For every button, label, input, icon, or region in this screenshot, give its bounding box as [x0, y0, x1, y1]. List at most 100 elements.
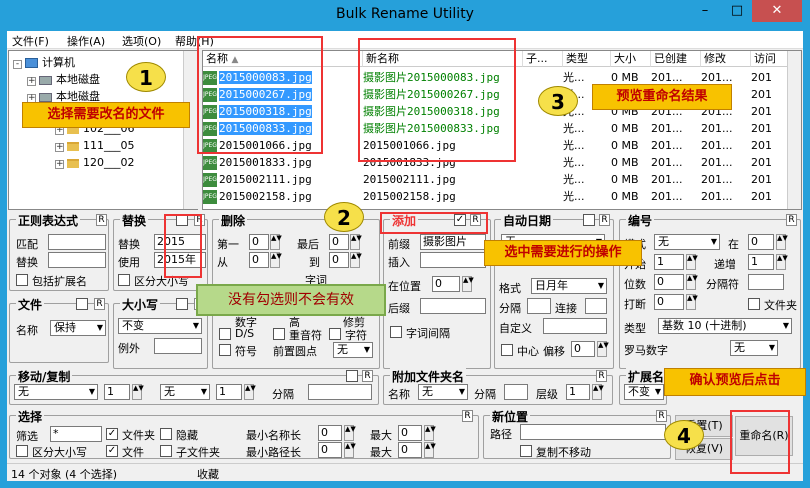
- regex-replace-input[interactable]: [48, 252, 106, 268]
- move-enable-checkbox[interactable]: [346, 370, 358, 382]
- file-name-select[interactable]: 保持: [50, 320, 106, 336]
- number-at-input[interactable]: 0: [748, 234, 774, 250]
- expand-icon[interactable]: +: [55, 159, 64, 169]
- filter-max-name-spin[interactable]: ▲▼: [424, 425, 436, 441]
- expand-icon[interactable]: +: [55, 142, 64, 152]
- case-mode-select[interactable]: 不变: [118, 318, 202, 334]
- autodate-century-checkbox[interactable]: [501, 344, 513, 356]
- col-created-header[interactable]: 已创建: [651, 51, 701, 67]
- number-break-input[interactable]: 0: [654, 294, 684, 310]
- file-r-button[interactable]: R: [94, 298, 105, 310]
- autodate-sep-input[interactable]: [527, 298, 551, 314]
- move-sep-input[interactable]: [308, 384, 372, 400]
- regex-r-button[interactable]: R: [96, 214, 107, 226]
- filter-files-checkbox[interactable]: ✓: [106, 445, 118, 457]
- filter-folders-checkbox[interactable]: ✓: [106, 428, 118, 440]
- menu-options[interactable]: 选项(O): [122, 35, 162, 48]
- filter-min-name-input[interactable]: 0: [318, 425, 342, 441]
- remove-last-spin[interactable]: ▲▼: [350, 234, 362, 250]
- list-scrollbar[interactable]: [787, 51, 801, 209]
- tree-item[interactable]: -计算机: [13, 54, 75, 69]
- filter-max-path-spin[interactable]: ▲▼: [424, 442, 436, 458]
- tree-item[interactable]: +120___02: [55, 156, 135, 170]
- newloc-copy-checkbox[interactable]: [520, 445, 532, 457]
- remove-to-input[interactable]: 0: [329, 252, 349, 268]
- remove-last-input[interactable]: 0: [329, 234, 349, 250]
- move-count2-spin[interactable]: ▲▼: [244, 384, 256, 400]
- filter-max-path-input[interactable]: 0: [398, 442, 422, 458]
- filter-subfolders-checkbox[interactable]: [160, 445, 172, 457]
- number-break-spin[interactable]: ▲▼: [686, 294, 698, 310]
- number-pad-spin[interactable]: ▲▼: [686, 274, 698, 290]
- remove-symbols-checkbox[interactable]: [219, 344, 231, 356]
- col-modified-header[interactable]: 修改: [701, 51, 751, 67]
- menu-file[interactable]: 文件(F): [12, 35, 49, 48]
- number-at-spin[interactable]: ▲▼: [776, 234, 788, 250]
- include-ext-checkbox[interactable]: [16, 274, 28, 286]
- autodate-join-input[interactable]: [585, 298, 607, 314]
- add-r-button[interactable]: R: [470, 214, 481, 226]
- move-mode2-select[interactable]: 无: [160, 384, 210, 400]
- case-except-input[interactable]: [154, 338, 202, 354]
- number-roman-select[interactable]: 无: [730, 340, 778, 356]
- append-level-input[interactable]: 1: [566, 384, 590, 400]
- add-at-pos-spin[interactable]: ▲▼: [462, 276, 474, 292]
- remove-first-input[interactable]: 0: [249, 234, 269, 250]
- add-prefix-input[interactable]: 摄影图片: [420, 234, 486, 250]
- add-insert-input[interactable]: [420, 252, 486, 268]
- tree-item[interactable]: +111___05: [55, 139, 135, 153]
- remove-ds-checkbox[interactable]: [219, 328, 231, 340]
- regex-match-input[interactable]: [48, 234, 106, 250]
- filter-min-path-input[interactable]: 0: [318, 442, 342, 458]
- append-r-button[interactable]: R: [596, 370, 607, 382]
- filter-r-button[interactable]: R: [462, 410, 473, 422]
- number-folder-checkbox[interactable]: [748, 298, 760, 310]
- remove-lead-dots-select[interactable]: 无: [333, 342, 373, 358]
- filter-min-path-spin[interactable]: ▲▼: [344, 442, 356, 458]
- number-r-button[interactable]: R: [786, 214, 797, 226]
- maximize-button[interactable]: □: [730, 3, 744, 18]
- filter-max-name-input[interactable]: 0: [398, 425, 422, 441]
- number-start-input[interactable]: 1: [654, 254, 684, 270]
- autodate-custom-input[interactable]: [543, 318, 607, 334]
- menu-help[interactable]: 帮助(H): [175, 35, 214, 48]
- col-type-header[interactable]: 类型: [563, 51, 611, 67]
- add-enable-checkbox[interactable]: ✓: [454, 214, 466, 226]
- add-suffix-input[interactable]: [420, 298, 486, 314]
- autodate-offset-spin[interactable]: ▲▼: [597, 341, 609, 357]
- number-type-select[interactable]: 基数 10 (十进制): [658, 318, 792, 334]
- remove-first-spin[interactable]: ▲▼: [270, 234, 282, 250]
- move-count2-input[interactable]: 1: [216, 384, 242, 400]
- append-sep-input[interactable]: [504, 384, 528, 400]
- case-enable-checkbox[interactable]: [176, 298, 188, 310]
- move-count1-input[interactable]: 1: [104, 384, 130, 400]
- number-pad-input[interactable]: 0: [654, 274, 684, 290]
- autodate-offset-input[interactable]: 0: [571, 341, 595, 357]
- remove-to-spin[interactable]: ▲▼: [350, 252, 362, 268]
- number-incr-spin[interactable]: ▲▼: [776, 254, 788, 270]
- remove-from-spin[interactable]: ▲▼: [270, 252, 282, 268]
- newloc-path-input[interactable]: [520, 424, 666, 440]
- add-at-pos-input[interactable]: 0: [432, 276, 460, 292]
- number-start-spin[interactable]: ▲▼: [686, 254, 698, 270]
- menu-action[interactable]: 操作(A): [67, 35, 106, 48]
- close-button[interactable]: ✕: [752, 0, 802, 22]
- newloc-r-button[interactable]: R: [656, 410, 667, 422]
- minimize-button[interactable]: –: [701, 3, 709, 18]
- col-name-header[interactable]: 名称 ▲: [203, 51, 363, 67]
- move-r-button[interactable]: R: [362, 370, 373, 382]
- tree-item[interactable]: +本地磁盘: [27, 71, 100, 86]
- number-mode-select[interactable]: 无: [654, 234, 720, 250]
- expand-icon[interactable]: -: [13, 60, 22, 69]
- append-level-spin[interactable]: ▲▼: [592, 384, 604, 400]
- filter-min-name-spin[interactable]: ▲▼: [344, 425, 356, 441]
- file-enable-checkbox[interactable]: [76, 298, 88, 310]
- folder-tree[interactable]: -计算机+本地磁盘+本地磁盘101张摄影图片+102___06+111___05…: [8, 50, 198, 210]
- number-incr-input[interactable]: 1: [748, 254, 774, 270]
